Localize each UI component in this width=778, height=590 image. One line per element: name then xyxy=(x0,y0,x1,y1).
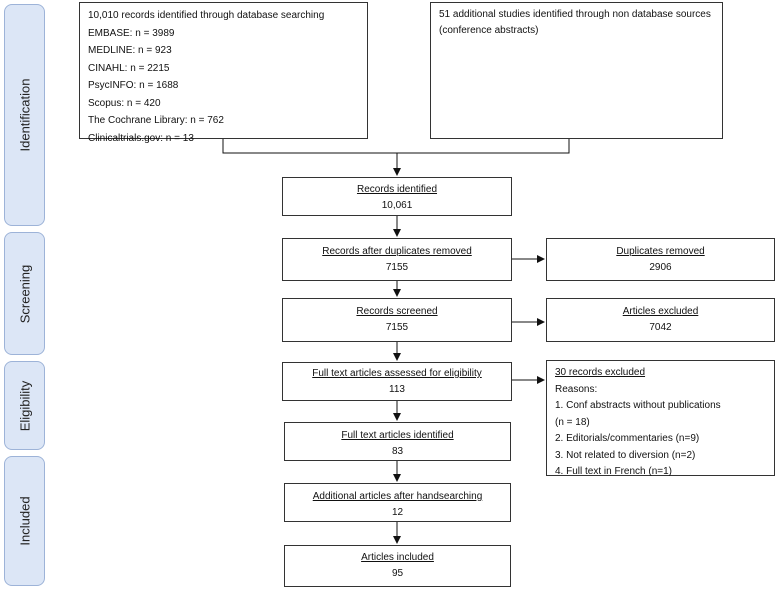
duplicates-removed-title: Duplicates removed xyxy=(616,246,705,257)
duplicates-removed-box: Duplicates removed 2906 xyxy=(546,238,775,281)
dedup-title: Records after duplicates removed xyxy=(322,246,472,257)
reason-2: 2. Editorials/commentaries (n=9) xyxy=(555,433,700,444)
phase-included: Included xyxy=(4,456,45,586)
source-psycinfo: PsycINFO: n = 1688 xyxy=(88,80,179,91)
source-medline: MEDLINE: n = 923 xyxy=(88,45,172,56)
phase-identification-label: Identification xyxy=(17,78,32,152)
articles-included-title: Articles included xyxy=(361,552,434,563)
database-sources-heading: 10,010 records identified through databa… xyxy=(88,10,325,21)
other-sources-text: 51 additional studies identified through… xyxy=(439,9,711,36)
phase-included-label: Included xyxy=(17,496,32,546)
phase-eligibility-label: Eligibility xyxy=(17,380,32,431)
fulltext-identified-title: Full text articles identified xyxy=(341,430,454,441)
duplicates-removed-count: 2906 xyxy=(649,261,672,273)
fulltext-assessed-count: 113 xyxy=(389,383,405,395)
records-excluded-title: 30 records excluded xyxy=(555,367,646,378)
records-identified-count: 10,061 xyxy=(381,199,413,211)
reason-1-count: (n = 18) xyxy=(555,416,590,428)
records-excluded-box: 30 records excluded Reasons: 1. Conf abs… xyxy=(546,360,775,477)
source-clinicaltrials: Clinicaltrials.gov: n = 13 xyxy=(88,132,194,144)
source-scopus: Scopus: n = 420 xyxy=(88,97,161,109)
source-embase: EMBASE: n = 3989 xyxy=(88,27,175,39)
screened-count: 7155 xyxy=(385,321,409,333)
fulltext-assessed-title: Full text articles assessed for eligibil… xyxy=(312,368,482,379)
reason-1: 1. Conf abstracts without publications xyxy=(555,400,721,411)
fulltext-identified-box: Full text articles identified 83 xyxy=(284,422,511,461)
screened-box: Records screened 7155 xyxy=(282,298,512,342)
articles-included-count: 95 xyxy=(391,567,404,579)
records-identified-title: Records identified xyxy=(356,184,438,195)
connector-sources-merge xyxy=(222,139,570,154)
fulltext-assessed-box: Full text articles assessed for eligibil… xyxy=(282,362,512,401)
dedup-count: 7155 xyxy=(385,261,409,273)
source-cochrane: The Cochrane Library: n = 762 xyxy=(88,115,224,126)
screened-title: Records screened xyxy=(356,306,438,317)
handsearch-box: Additional articles after handsearching … xyxy=(284,483,511,522)
dedup-box: Records after duplicates removed 7155 xyxy=(282,238,512,281)
other-sources-box: 51 additional studies identified through… xyxy=(430,2,723,139)
handsearch-title: Additional articles after handsearching xyxy=(312,491,483,502)
phase-eligibility: Eligibility xyxy=(4,361,45,450)
phase-screening: Screening xyxy=(4,232,45,355)
phase-screening-label: Screening xyxy=(17,264,32,323)
database-sources-box: 10,010 records identified through databa… xyxy=(79,2,368,144)
articles-included-box: Articles included 95 xyxy=(284,545,511,587)
reason-4: 4. Full text in French (n=1) xyxy=(555,466,672,477)
reasons-label: Reasons: xyxy=(555,383,598,395)
source-cinahl: CINAHL: n = 2215 xyxy=(88,62,170,74)
fulltext-identified-count: 83 xyxy=(391,445,404,457)
records-identified-box: Records identified 10,061 xyxy=(282,177,512,216)
phase-identification: Identification xyxy=(4,4,45,226)
excluded-box: Articles excluded 7042 xyxy=(546,298,775,342)
reason-3: 3. Not related to diversion (n=2) xyxy=(555,449,696,461)
handsearch-count: 12 xyxy=(391,506,404,518)
excluded-title: Articles excluded xyxy=(622,306,699,317)
excluded-count: 7042 xyxy=(649,321,672,333)
